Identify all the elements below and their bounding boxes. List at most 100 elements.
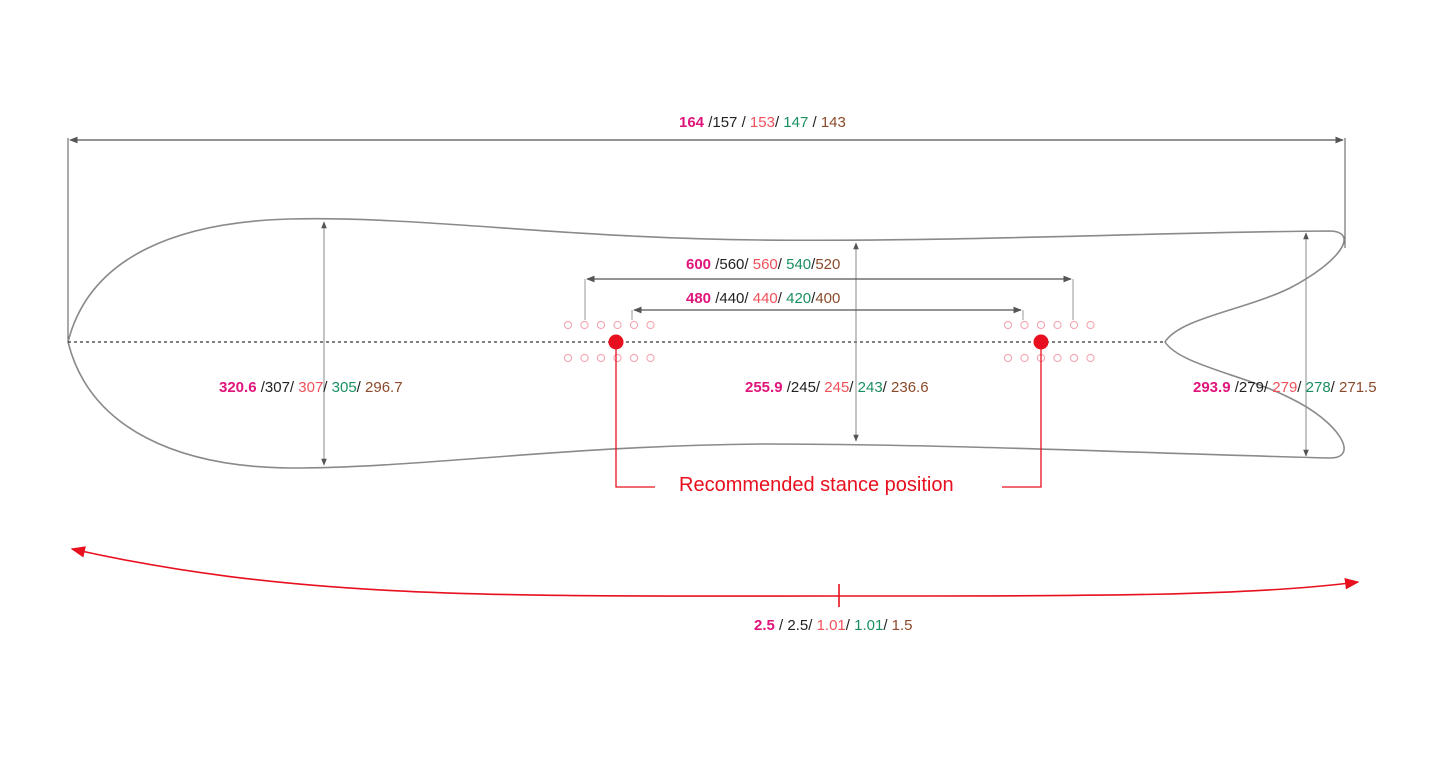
dimension-value: / [782, 379, 791, 396]
dimension-value: 255.9 [745, 379, 783, 396]
insert-hole [596, 320, 606, 330]
insert-hole [613, 320, 622, 330]
insert-hole [1086, 320, 1095, 330]
dimension-value: / [744, 256, 753, 273]
insert-hole [629, 320, 639, 330]
dimension-value: 560 [752, 256, 778, 273]
dimension-value: 307 [298, 379, 324, 396]
dimension-value: 480 [686, 290, 712, 307]
dimension-value: 245 [790, 379, 816, 396]
insert-hole [613, 353, 622, 363]
dimension-value: 540 [786, 256, 812, 273]
dimension-value: 1.5 [891, 617, 913, 634]
dimension-value: / [289, 379, 299, 396]
dimension-value: 245 [824, 379, 850, 396]
insert-hole [596, 353, 606, 363]
dimension-value: 520 [815, 256, 841, 273]
dimension-value: 271.5 [1339, 379, 1377, 396]
dimension-value: / [356, 379, 366, 396]
dimension-value: 320.6 [219, 379, 257, 396]
dimension-value: 560 [719, 256, 745, 273]
dimension-value: 157 [712, 114, 738, 131]
dimension-value: / [883, 617, 892, 634]
dimension-value: / [744, 290, 753, 307]
insert-hole [646, 353, 655, 363]
dimension-value: 305 [331, 379, 357, 396]
dimension-value: 307 [264, 379, 290, 396]
dimension-value: 600 [686, 256, 712, 273]
dimension-value: / [811, 256, 816, 273]
insert-hole [1003, 320, 1013, 330]
dimension-value: / [774, 617, 788, 634]
waist-width-label: 255.9 /245/ 245/ 243/ 236.6 [745, 379, 929, 396]
stance-callout-lines [615, 342, 1042, 488]
insert-hole [629, 353, 639, 363]
dimension-value: 243 [857, 379, 883, 396]
insert-hole [1069, 320, 1079, 330]
dimension-value: 1.01 [816, 617, 846, 634]
dimension-value: / [845, 617, 855, 634]
insert-hole [1003, 353, 1013, 363]
dimension-value: / [808, 617, 817, 634]
dimension-value: / [774, 114, 784, 131]
dimension-value: 420 [786, 290, 812, 307]
dimension-value: / [323, 379, 332, 396]
dimension-value: 278 [1305, 379, 1331, 396]
length-label: 164 /157 / 153/ 147 / 143 [679, 114, 846, 131]
insert-hole [646, 320, 655, 330]
insert-hole [580, 320, 589, 330]
dimension-value: / [1263, 379, 1273, 396]
dimension-value: 440 [752, 290, 778, 307]
insert-hole [1020, 353, 1029, 363]
stance-outer-label: 600 /560/ 560/ 540/520 [686, 256, 840, 273]
dimension-value: 279 [1272, 379, 1298, 396]
dimension-value: 164 [679, 114, 705, 131]
insert-hole [563, 353, 573, 363]
insert-holes [563, 320, 1095, 363]
insert-hole [1086, 353, 1095, 363]
board-outline [67, 217, 1345, 469]
dimension-value: 293.9 [1193, 379, 1231, 396]
dimension-value: / [1297, 379, 1306, 396]
dimension-value: / [811, 290, 816, 307]
dimension-value: 143 [820, 114, 846, 131]
nose-width-label: 320.6 /307/ 307/ 305/ 296.7 [219, 379, 403, 396]
dimension-value: / [777, 256, 787, 273]
sidecut-arrow [70, 546, 1360, 607]
dimension-value: / [815, 379, 825, 396]
dimension-value: / [711, 256, 720, 273]
stance-inner-dimension [631, 306, 1024, 320]
dimension-value: / [849, 379, 858, 396]
stance-inner-label: 480 /440/ 440/ 420/400 [686, 290, 840, 307]
dimension-value: 440 [719, 290, 745, 307]
dimension-value: 296.7 [365, 379, 403, 396]
insert-hole [1020, 320, 1029, 330]
insert-hole [563, 320, 573, 330]
insert-hole [1069, 353, 1079, 363]
dimension-value: / [882, 379, 892, 396]
insert-hole [1053, 320, 1062, 330]
dimension-value: / [1230, 379, 1239, 396]
dimension-value: / [777, 290, 787, 307]
dimension-value: 236.6 [891, 379, 929, 396]
stance-outer-dimension [584, 275, 1074, 320]
dimension-value: 147 [783, 114, 809, 131]
insert-hole [1036, 320, 1046, 330]
dimension-value: 153 [749, 114, 775, 131]
dimension-value: / [1330, 379, 1340, 396]
stance-callout-label: Recommended stance position [679, 474, 954, 496]
dimension-value: 1.01 [854, 617, 884, 634]
dimension-value: / [711, 290, 720, 307]
dimension-value: 279 [1238, 379, 1264, 396]
insert-hole [1053, 353, 1062, 363]
dimension-value: / [704, 114, 713, 131]
dimension-value: / [808, 114, 821, 131]
length-dimension [67, 136, 1346, 342]
dimension-value: / [256, 379, 265, 396]
dimension-value: 2.5 [754, 617, 775, 634]
tail-width-label: 293.9 /279/ 279/ 278/ 271.5 [1193, 379, 1377, 396]
sidecut-label: 2.5 / 2.5/ 1.01/ 1.01/ 1.5 [754, 617, 913, 634]
insert-hole [580, 353, 589, 363]
dimension-value: 400 [815, 290, 841, 307]
